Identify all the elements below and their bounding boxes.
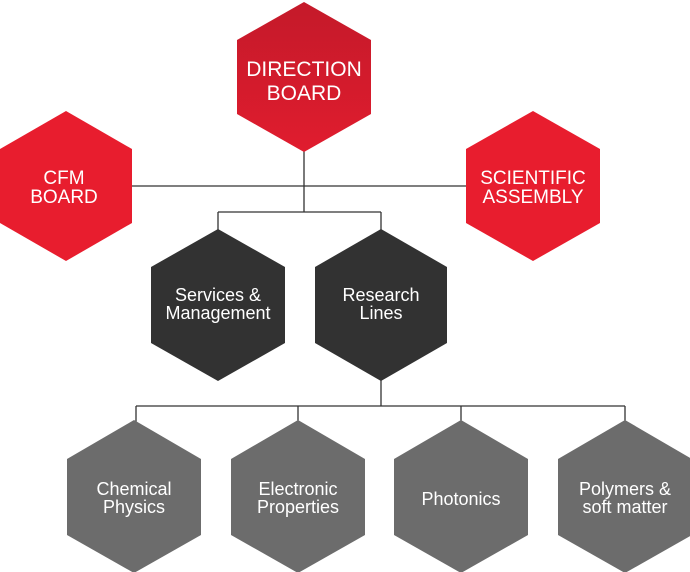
polymers-soft-matter-node: Polymers & soft matter <box>558 420 690 572</box>
direction-board-hexagon <box>237 2 371 152</box>
photonics-hexagon <box>394 420 528 572</box>
chemical-physics-label-line2: Physics <box>103 497 165 517</box>
research-lines-label-line1: Research <box>342 285 419 305</box>
direction-board-label-line1: DIRECTION <box>246 58 362 81</box>
chemical-physics-node: Chemical Physics <box>67 420 201 572</box>
research-lines-label-line2: Lines <box>359 303 402 323</box>
services-management-label-line2: Management <box>165 303 270 323</box>
polymers-soft-matter-label-line2: soft matter <box>582 497 667 517</box>
scientific-assembly-hexagon <box>466 111 600 261</box>
connectors <box>130 148 626 422</box>
services-management-label-line1: Services & <box>175 285 261 305</box>
cfm-board-label-line2: BOARD <box>30 187 98 208</box>
electronic-properties-node: Electronic Properties <box>231 420 365 572</box>
cfm-board-label-line1: CFM <box>43 168 84 189</box>
chemical-physics-label-line1: Chemical <box>96 479 171 499</box>
services-management-node: Services & Management <box>151 229 285 381</box>
scientific-assembly-label-line1: SCIENTIFIC <box>480 168 586 189</box>
research-lines-hexagon <box>315 229 447 381</box>
polymers-soft-matter-label-line1: Polymers & <box>579 479 671 499</box>
scientific-assembly-label-line2: ASSEMBLY <box>482 187 583 208</box>
chemical-physics-hexagon <box>67 420 201 572</box>
photonics-node: Photonics <box>394 420 528 572</box>
polymers-soft-matter-hexagon <box>558 420 690 572</box>
scientific-assembly-node: SCIENTIFIC ASSEMBLY <box>466 111 600 261</box>
cfm-board-hexagon <box>0 111 132 261</box>
electronic-properties-label-line1: Electronic <box>258 479 337 499</box>
electronic-properties-hexagon <box>231 420 365 572</box>
direction-board-node: DIRECTION BOARD <box>237 2 371 152</box>
direction-board-label-line2: BOARD <box>267 82 342 105</box>
research-lines-node: Research Lines <box>315 229 447 381</box>
photonics-label: Photonics <box>421 489 500 509</box>
services-management-hexagon <box>151 229 285 381</box>
cfm-board-node: CFM BOARD <box>0 111 132 261</box>
electronic-properties-label-line2: Properties <box>257 497 339 517</box>
